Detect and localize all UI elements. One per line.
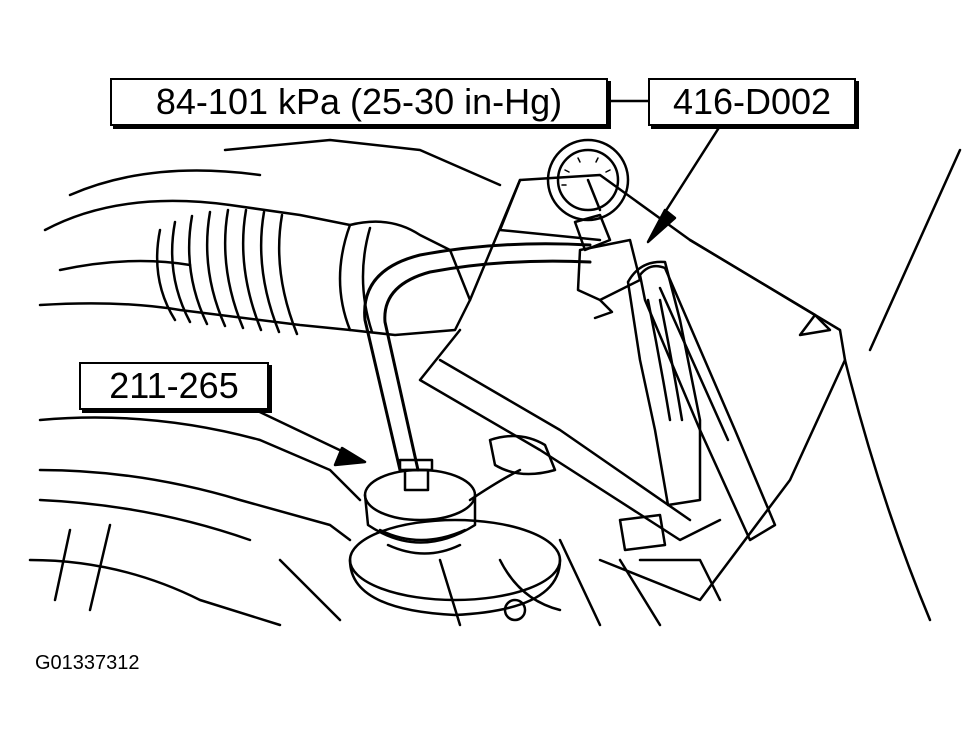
lower-hose (38, 416, 362, 502)
vacuum-pump-tool (546, 138, 777, 542)
hood-outline (223, 138, 502, 187)
fender-line (868, 148, 962, 352)
intake-bellows (155, 208, 299, 336)
pressure-gauge-icon (546, 138, 630, 222)
vacuum-hose (363, 242, 592, 472)
radiator-cap-adapter (348, 458, 562, 617)
adapter-tool-callout: 211-265 (79, 362, 269, 410)
vacuum-spec-callout: 84-101 kPa (25-30 in-Hg) (110, 78, 608, 126)
figure-id-label: G01337312 (35, 652, 140, 674)
air-intake-tube (43, 199, 352, 232)
pump-tool-callout: 416-D002 (648, 78, 856, 126)
air-filter-housing (468, 173, 847, 602)
intake-coupling (338, 220, 472, 337)
pointer-arrow-pump (658, 124, 722, 222)
pointer-arrow-adapter (243, 403, 352, 457)
